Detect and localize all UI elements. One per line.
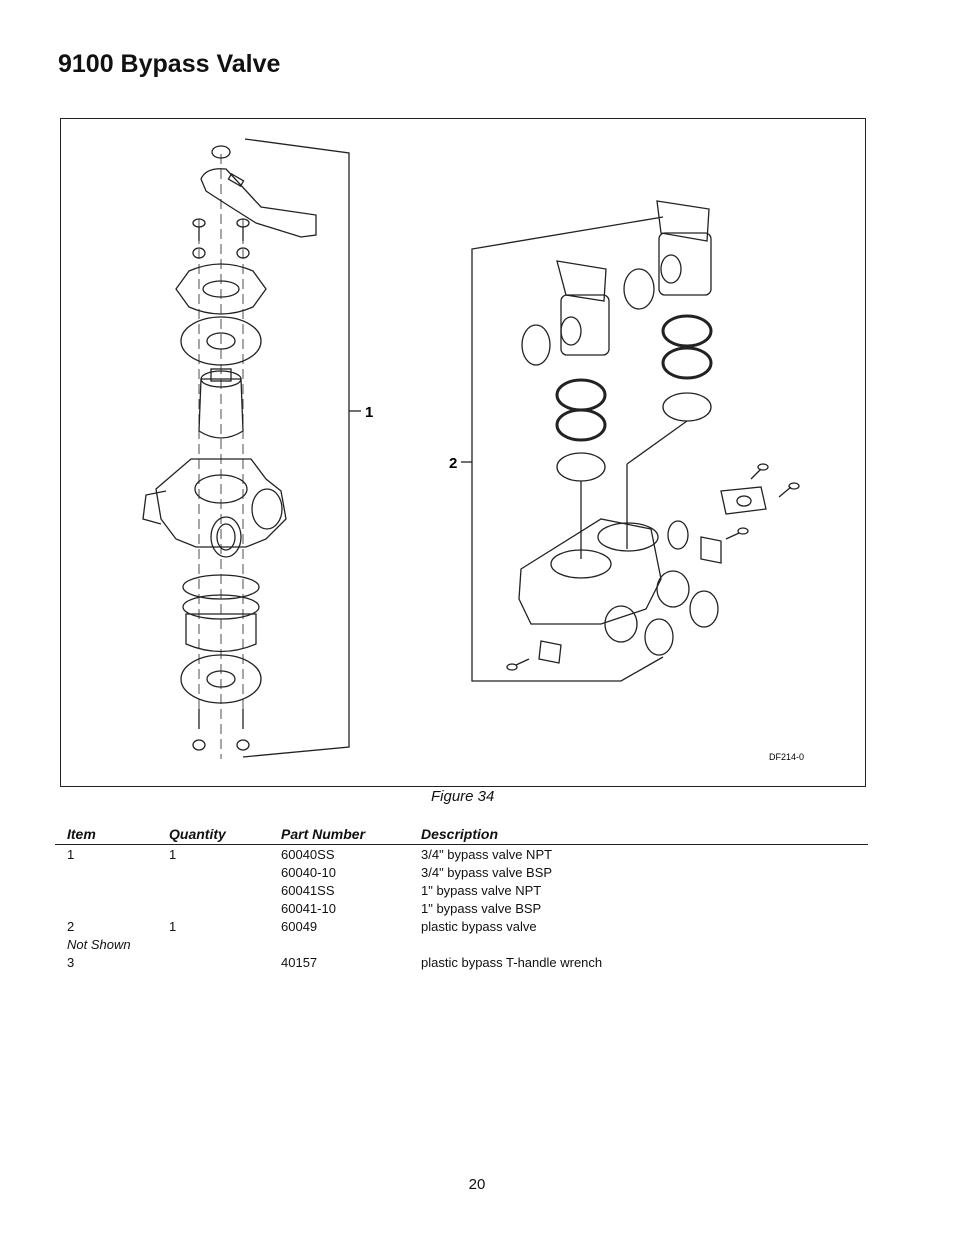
cell-item: 1 bbox=[67, 846, 75, 862]
screw-icon bbox=[192, 218, 206, 241]
table-row: 2 1 60049 plastic bypass valve bbox=[55, 917, 868, 935]
cell-part-number: 60041SS bbox=[281, 882, 335, 898]
table-row: 60040-10 3/4" bypass valve BSP bbox=[55, 863, 868, 881]
page-number: 20 bbox=[468, 1176, 486, 1193]
cell-description: 3/4" bypass valve NPT bbox=[421, 846, 553, 862]
cell-description: 3/4" bypass valve BSP bbox=[421, 864, 553, 880]
clip-icon bbox=[720, 486, 767, 515]
handle-screw-icon bbox=[211, 145, 231, 159]
cell-item: 2 bbox=[67, 918, 75, 934]
bypass-valve-exploded-drawing: 1 2 DF214-0 bbox=[142, 138, 804, 762]
small-o-ring-icon bbox=[689, 590, 719, 628]
callout-1: 1 bbox=[365, 404, 373, 421]
cell-part-number: 60040SS bbox=[281, 846, 335, 862]
column-header-description: Description bbox=[421, 826, 499, 842]
lower-ring-icon bbox=[182, 594, 260, 620]
table-row: 60041-10 1" bypass valve BSP bbox=[55, 899, 868, 917]
table-header-row: Item Quantity Part Number Description bbox=[55, 818, 868, 845]
cell-part-number: 60040-10 bbox=[281, 864, 336, 880]
screw-icon bbox=[506, 658, 530, 671]
nut-icon bbox=[236, 247, 250, 259]
drawing-code: DF214-0 bbox=[769, 752, 804, 762]
bracket-item-2 bbox=[471, 216, 664, 682]
screw-icon bbox=[750, 463, 769, 480]
cell-description: plastic bypass T-handle wrench bbox=[421, 954, 603, 970]
cell-item: 3 bbox=[67, 954, 75, 970]
column-header-part-number: Part Number bbox=[281, 826, 366, 842]
cell-part-number: 60049 bbox=[281, 918, 318, 934]
cell-description: 1" bypass valve NPT bbox=[421, 882, 542, 898]
plastic-valve-body-icon bbox=[518, 518, 690, 643]
cell-description: 1" bypass valve BSP bbox=[421, 900, 542, 916]
screw-icon bbox=[236, 709, 250, 751]
lower-ring-icon bbox=[182, 574, 260, 600]
lever-handle-icon bbox=[200, 168, 317, 238]
exploded-diagram-figure: 1 2 DF214-0 bbox=[60, 118, 866, 787]
seal-ring-icon bbox=[661, 346, 713, 380]
page-title: 9100 Bypass Valve bbox=[58, 50, 281, 78]
screw-icon bbox=[236, 218, 250, 241]
plastic-rotor-icon bbox=[656, 200, 712, 296]
lower-flange-disc-icon bbox=[180, 654, 262, 704]
plastic-rotor-icon bbox=[556, 260, 610, 356]
cell-quantity: 1 bbox=[169, 846, 177, 862]
cell-item-note: Not Shown bbox=[67, 936, 131, 952]
lower-rotor-icon bbox=[185, 613, 257, 653]
seal-ring-icon bbox=[555, 378, 607, 412]
flange-disc-icon bbox=[180, 316, 262, 366]
column-header-item: Item bbox=[67, 826, 96, 842]
table-row: 1 1 60040SS 3/4" bypass valve NPT bbox=[55, 845, 868, 863]
table-row: 3 40157 plastic bypass T-handle wrench bbox=[55, 953, 868, 971]
figure-caption: Figure 34 bbox=[431, 788, 495, 805]
table-row: Not Shown bbox=[55, 935, 868, 953]
cell-quantity: 1 bbox=[169, 918, 177, 934]
small-o-ring-icon bbox=[644, 618, 674, 656]
seal-ring-icon bbox=[556, 452, 606, 482]
rotor-icon bbox=[198, 378, 244, 439]
cell-part-number: 60041-10 bbox=[281, 900, 336, 916]
o-ring-icon bbox=[521, 324, 551, 366]
screw-icon bbox=[778, 482, 800, 498]
seal-ring-icon bbox=[555, 408, 607, 442]
bracket-item-1 bbox=[242, 138, 350, 758]
screw-icon bbox=[192, 709, 206, 751]
clip-icon bbox=[538, 640, 562, 664]
seal-ring-icon bbox=[662, 392, 712, 422]
table-row: 60041SS 1" bypass valve NPT bbox=[55, 881, 868, 899]
callout-2: 2 bbox=[449, 455, 457, 472]
valve-body-icon bbox=[155, 458, 287, 548]
indicator-plate-icon bbox=[175, 263, 267, 315]
seal-ring-icon bbox=[661, 314, 713, 348]
cell-part-number: 40157 bbox=[281, 954, 318, 970]
parts-table: Item Quantity Part Number Description 1 … bbox=[55, 818, 868, 971]
small-o-ring-icon bbox=[667, 520, 689, 550]
screw-icon bbox=[725, 527, 749, 540]
nut-icon bbox=[192, 247, 206, 259]
cell-description: plastic bypass valve bbox=[421, 918, 537, 934]
o-ring-icon bbox=[623, 268, 655, 310]
column-header-quantity: Quantity bbox=[169, 826, 226, 842]
clip-icon bbox=[700, 536, 722, 564]
